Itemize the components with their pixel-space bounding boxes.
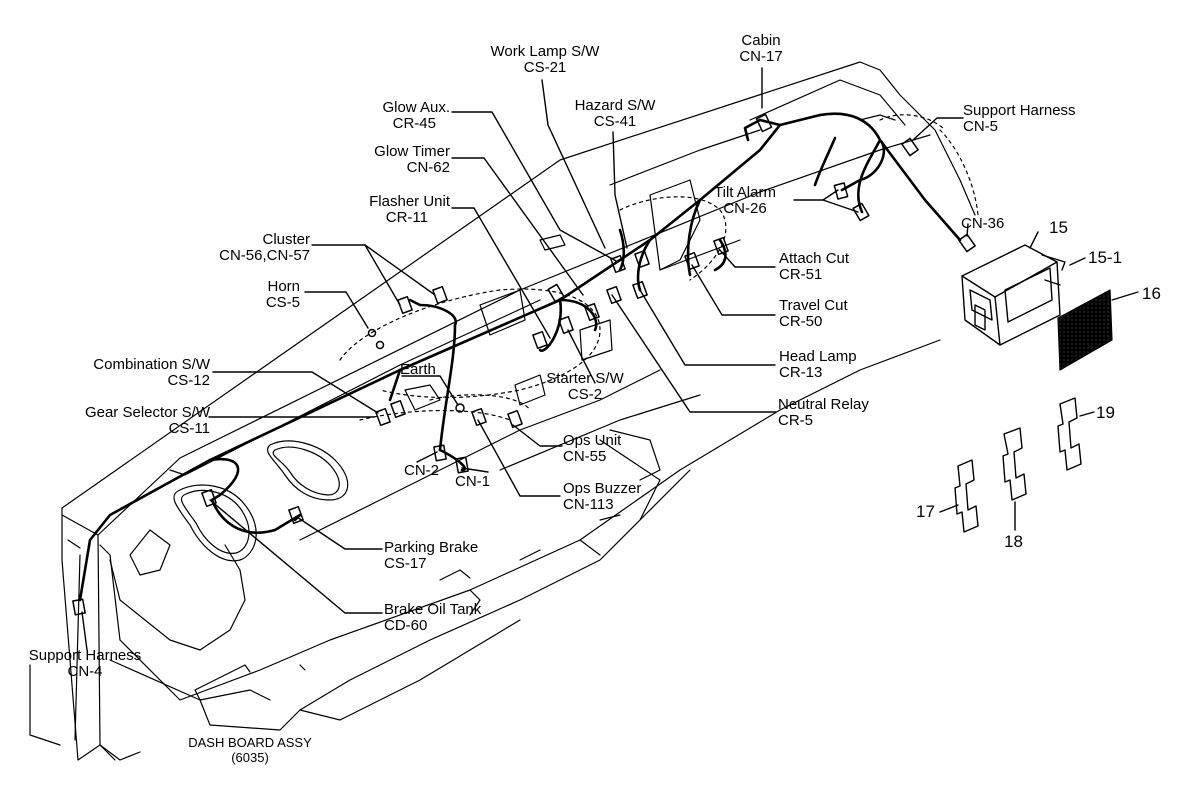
part-number-18: 18: [1004, 532, 1023, 551]
label-earth: Earth: [400, 361, 436, 378]
part-number-15-1: 15-1: [1088, 248, 1123, 267]
connectors: [72, 113, 976, 616]
dashed-guides: [339, 114, 979, 421]
label-cn36: CN-36: [961, 215, 1005, 232]
part-number-15: 15: [1049, 218, 1068, 237]
brackets: [939, 397, 1095, 533]
caption-code: (6035): [231, 750, 269, 765]
mesh-panel-16: [1057, 289, 1139, 371]
label-cn1: CN-1: [455, 473, 491, 490]
assembly-caption: DASH BOARD ASSY (6035): [160, 735, 340, 765]
gauge-openings: [173, 440, 349, 562]
relay-block-15: [961, 231, 1086, 346]
dashboard-body-outline: [29, 61, 976, 761]
callout-glow-aux: Glow Aux.CR-45: [382, 99, 450, 132]
part-number-16: 16: [1142, 284, 1161, 303]
caption-title: DASH BOARD ASSY: [188, 735, 312, 750]
part-number-19: 19: [1096, 403, 1115, 422]
part-number-17: 17: [916, 502, 935, 521]
label-cn2: CN-2: [404, 462, 440, 479]
leader-lines: [81, 67, 969, 651]
